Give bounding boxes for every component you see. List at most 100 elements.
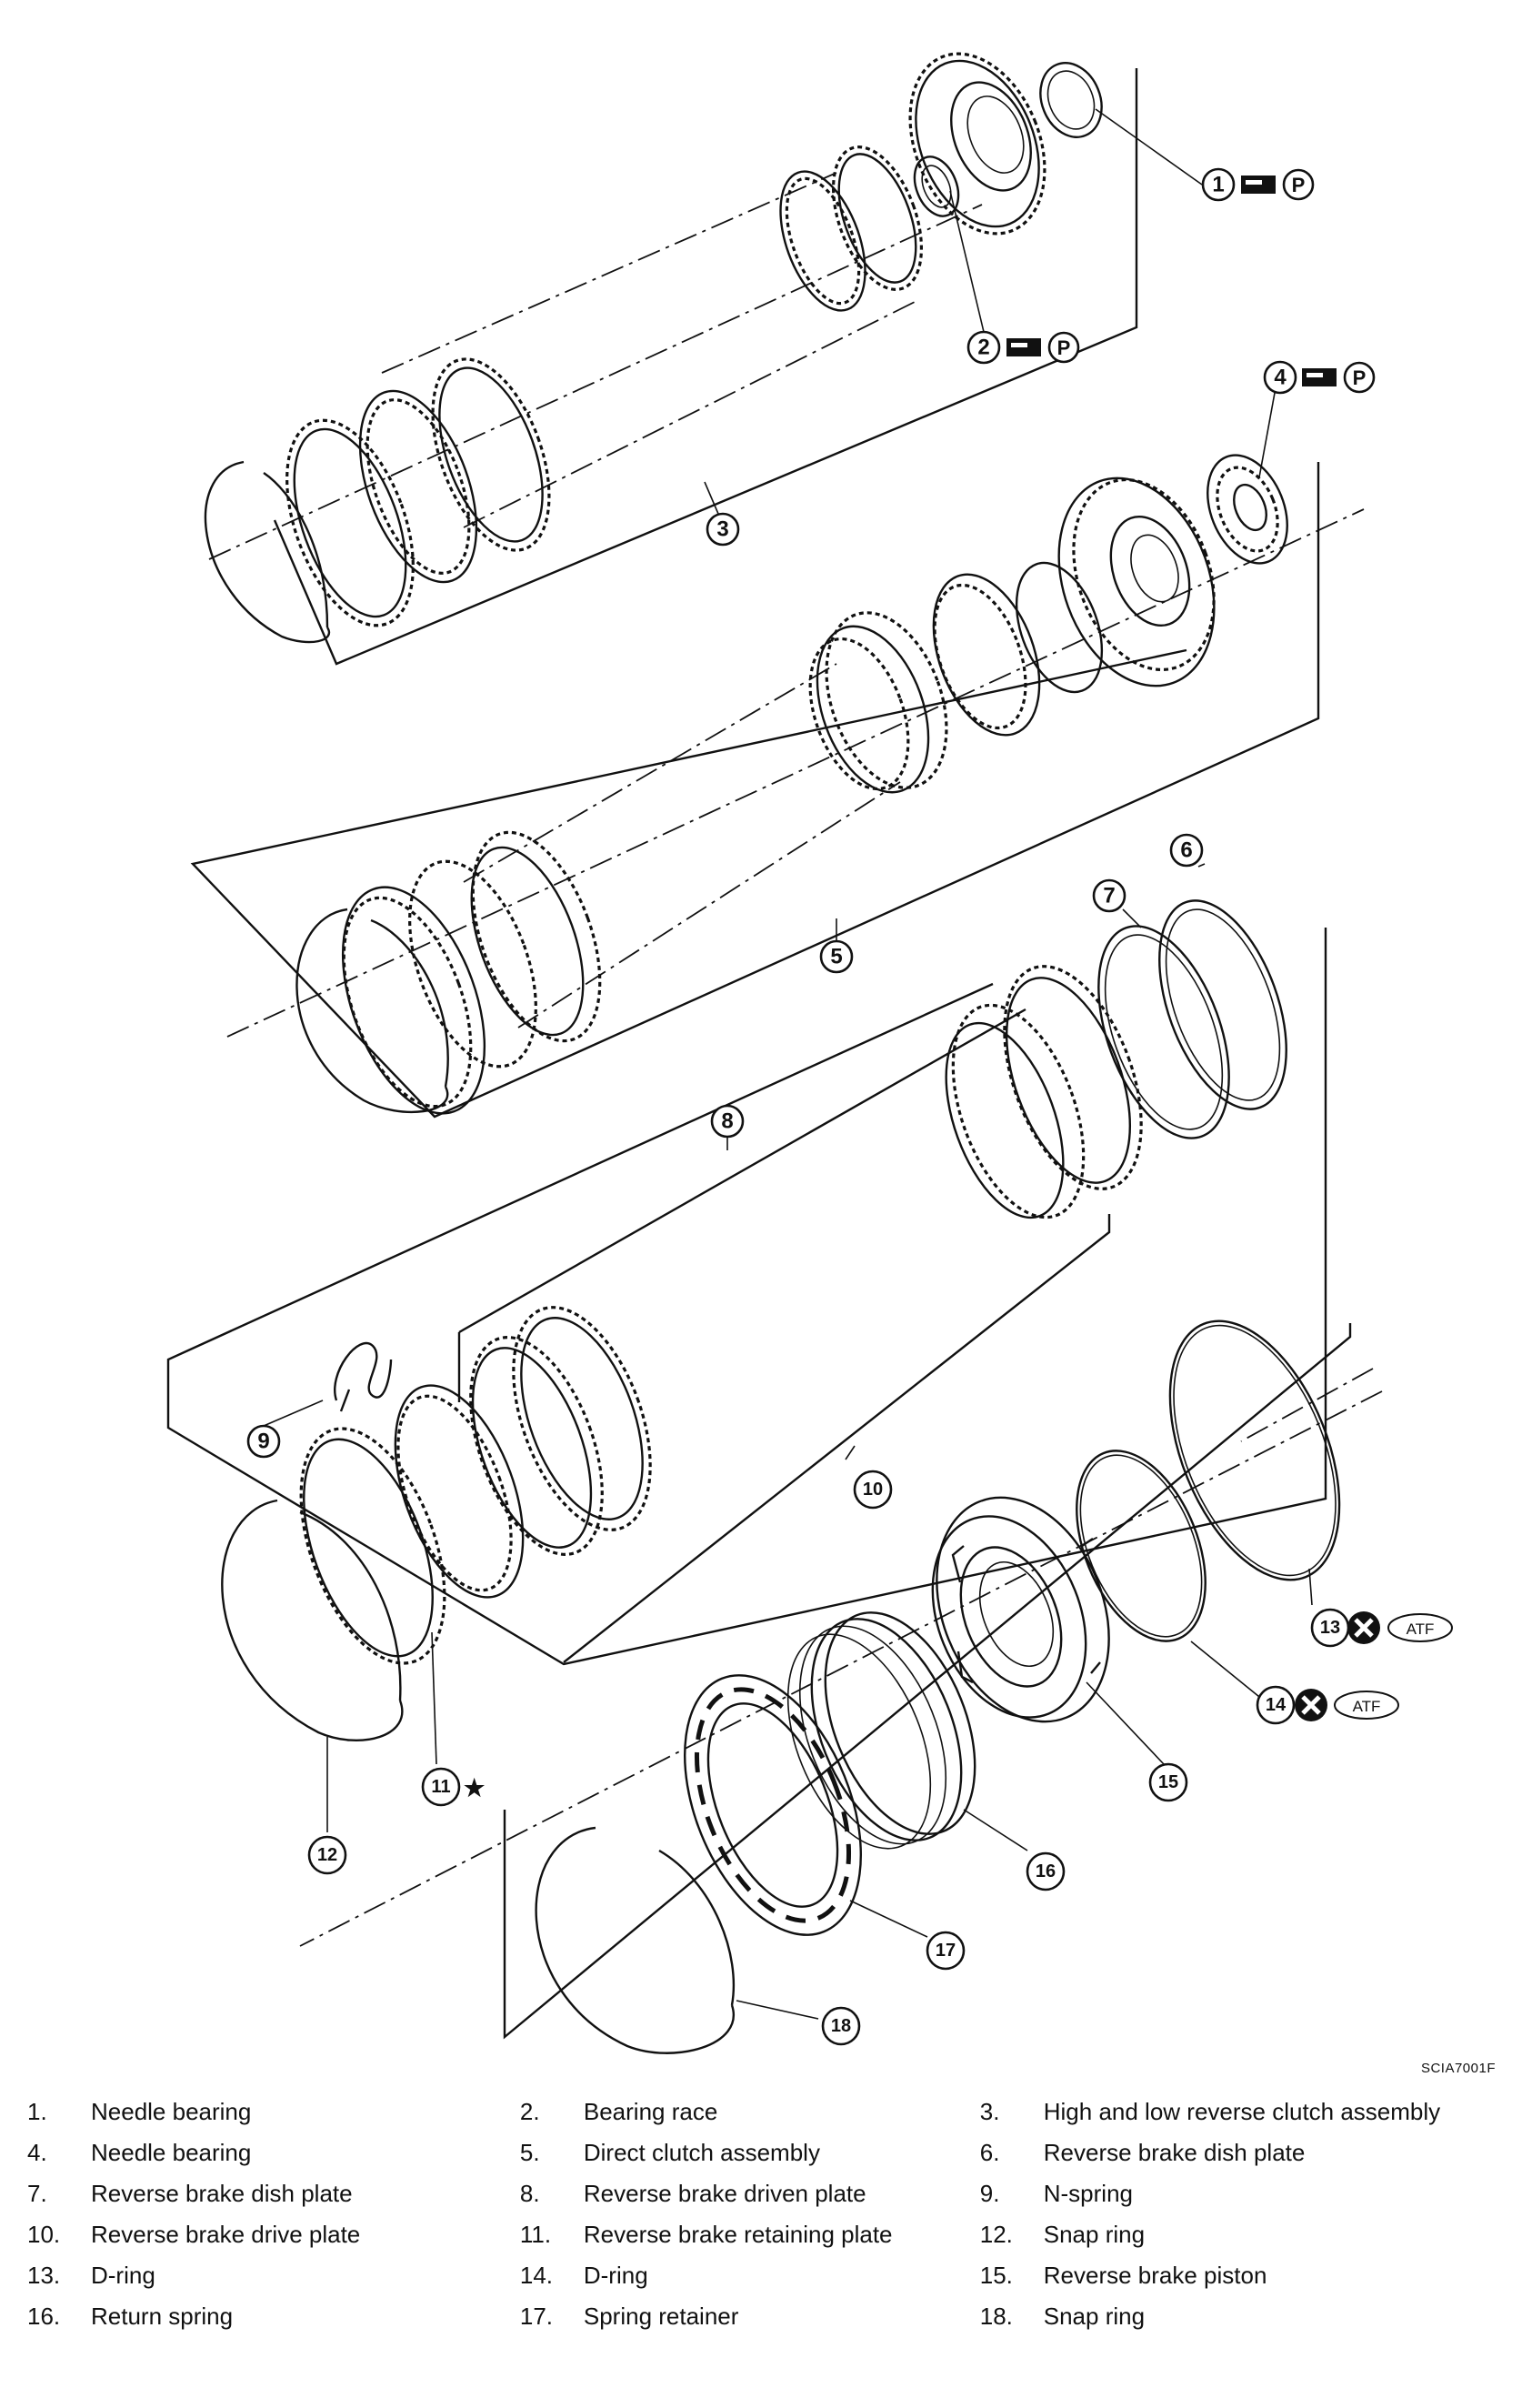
callout-15: 15 (1148, 1762, 1188, 1802)
legend-item-number: 3. (979, 2098, 1000, 2125)
svg-text:ATF: ATF (1407, 1620, 1435, 1638)
svg-text:12: 12 (317, 1845, 337, 1865)
legend-item-name: N-spring (1043, 2180, 1133, 2207)
legend-item: 3. High and low reverse clutch assembly (980, 2098, 1509, 2126)
legend-item-number: 4. (27, 2139, 47, 2166)
legend-item-name: Direct clutch assembly (583, 2139, 820, 2166)
legend-item: 15. Reverse brake piston (980, 2262, 1509, 2290)
svg-text:8: 8 (721, 1109, 733, 1134)
legend-item-number: 1. (27, 2098, 47, 2125)
legend-item-name: Needle bearing (91, 2098, 252, 2125)
legend-item-name: Spring retainer (583, 2303, 739, 2330)
svg-text:14: 14 (1266, 1695, 1287, 1715)
svg-text:13: 13 (1320, 1618, 1340, 1638)
figure-code: SCIA7001F (1420, 2061, 1496, 2076)
legend-item-name: D-ring (583, 2262, 648, 2289)
leader-lines (263, 108, 1313, 2020)
part-9-n-spring (334, 1342, 393, 1412)
group-3-high-low-reverse-clutch (204, 52, 1138, 666)
callout-6: 6 (1169, 833, 1204, 868)
legend-item: 8. Reverse brake driven plate (520, 2180, 1007, 2208)
svg-text:5: 5 (830, 945, 842, 969)
legend-item-number: 7. (27, 2180, 47, 2207)
svg-text:16: 16 (1036, 1861, 1056, 1881)
legend-item-number: 18. (979, 2303, 1013, 2330)
svg-text:11: 11 (431, 1777, 450, 1797)
svg-text:4: 4 (1274, 366, 1287, 390)
part-16-return-spring (786, 1611, 976, 1850)
part-15-reverse-brake-piston (931, 1496, 1110, 1723)
legend-item-name: Reverse brake piston (1043, 2262, 1267, 2289)
legend-item-name: Reverse brake retaining plate (583, 2221, 893, 2248)
legend-item-name: High and low reverse clutch assembly (1043, 2098, 1441, 2125)
part-12-snap-ring (221, 1499, 404, 1742)
svg-text:P: P (1292, 174, 1306, 196)
part-7-reverse-brake-dish-plate (1097, 925, 1230, 1139)
callout-17: 17 (926, 1931, 966, 1971)
svg-text:10: 10 (863, 1480, 883, 1500)
part-18-snap-ring (535, 1826, 736, 2054)
callout-7: 7 (1092, 878, 1126, 913)
legend-item-number: 13. (27, 2262, 61, 2289)
callout-10: 10 (853, 1470, 893, 1510)
legend-item-name: Reverse brake dish plate (91, 2180, 353, 2207)
legend-row: 10. Reverse brake drive plate 11. Reverse b… (27, 2214, 1509, 2255)
svg-text:P: P (1353, 366, 1367, 389)
legend-item: 11. Reverse brake retaining plate (520, 2221, 1007, 2249)
grease-applicator-icon (1006, 176, 1337, 386)
legend-item-number: 8. (519, 2180, 540, 2207)
part-17-spring-retainer (684, 1674, 862, 1936)
legend-item-number: 17. (519, 2303, 554, 2330)
svg-text:P: P (1057, 336, 1071, 359)
legend-item-number: 15. (979, 2262, 1013, 2289)
svg-text:18: 18 (831, 2016, 851, 2036)
legend-item-name: Bearing race (583, 2098, 718, 2125)
legend-item-name: Reverse brake dish plate (1043, 2139, 1306, 2166)
svg-text:7: 7 (1103, 884, 1115, 908)
legend-item-number: 16. (27, 2303, 61, 2330)
part-11-reverse-brake-retaining-plate (299, 1427, 446, 1665)
legend-item: 1. Needle bearing (27, 2098, 515, 2126)
legend-row: 1. Needle bearing 2. Bearing race 3. High and… (27, 2092, 1509, 2132)
callout-14: 14 (1256, 1685, 1296, 1725)
legend-item: 16. Return spring (27, 2303, 515, 2331)
atf-symbol: ATF ATF (1334, 1613, 1453, 1720)
svg-text:3: 3 (716, 517, 728, 542)
legend-row: 16. Return spring 17. Spring retainer 18.Sna… (27, 2296, 1509, 2337)
clutch-drum-hub (908, 52, 1046, 236)
parts-legend: 1. Needle bearing 2. Bearing race 3. High and… (27, 2092, 1509, 2337)
legend-item-number: 10. (27, 2221, 61, 2248)
callout-8: 8 (710, 1104, 745, 1139)
callout-18: 18 (821, 2006, 861, 2046)
legend-item-number: 11. (519, 2221, 552, 2248)
part-6-reverse-brake-dish-plate (1158, 899, 1287, 1110)
petroleum-jelly-symbol: P P P (1047, 168, 1376, 394)
legend-item: 4.Needle bearing (27, 2139, 515, 2167)
part-13-d-ring (1168, 1319, 1341, 1581)
replace-icon (1295, 1611, 1380, 1721)
legend-item-name: Snap ring (1043, 2221, 1146, 2248)
callout-4: 4 (1263, 360, 1297, 395)
legend-item-number: 5. (519, 2139, 540, 2166)
group-5-direct-clutch (190, 454, 1365, 1119)
legend-item-name: Reverse brake drive plate (91, 2221, 361, 2248)
selective-part-star: ★ (464, 1774, 486, 1801)
legend-item-name: Reverse brake driven plate (583, 2180, 866, 2207)
legend-item: 5. Direct clutch assembly (520, 2139, 1007, 2167)
group-piston-assembly (503, 1319, 1374, 2054)
legend-item-number: 14. (519, 2262, 554, 2289)
legend-item-name: Return spring (91, 2303, 234, 2330)
legend-item-number: 2. (519, 2098, 540, 2125)
legend-row: 7. Reverse brake dish plate 8. Reverse brak… (27, 2173, 1509, 2214)
legend-item-number: 12. (979, 2221, 1013, 2248)
callout-9: 9 (246, 1424, 281, 1459)
callout-11: 11 (421, 1767, 461, 1807)
snap-ring-middle (295, 908, 449, 1114)
snap-ring-upper (204, 460, 331, 644)
callout-2: 2 (966, 330, 1001, 365)
callout-16: 16 (1026, 1851, 1066, 1891)
legend-item: 6.Reverse brake dish plate (980, 2139, 1509, 2167)
legend-item: 18.Snap ring (980, 2303, 1509, 2331)
